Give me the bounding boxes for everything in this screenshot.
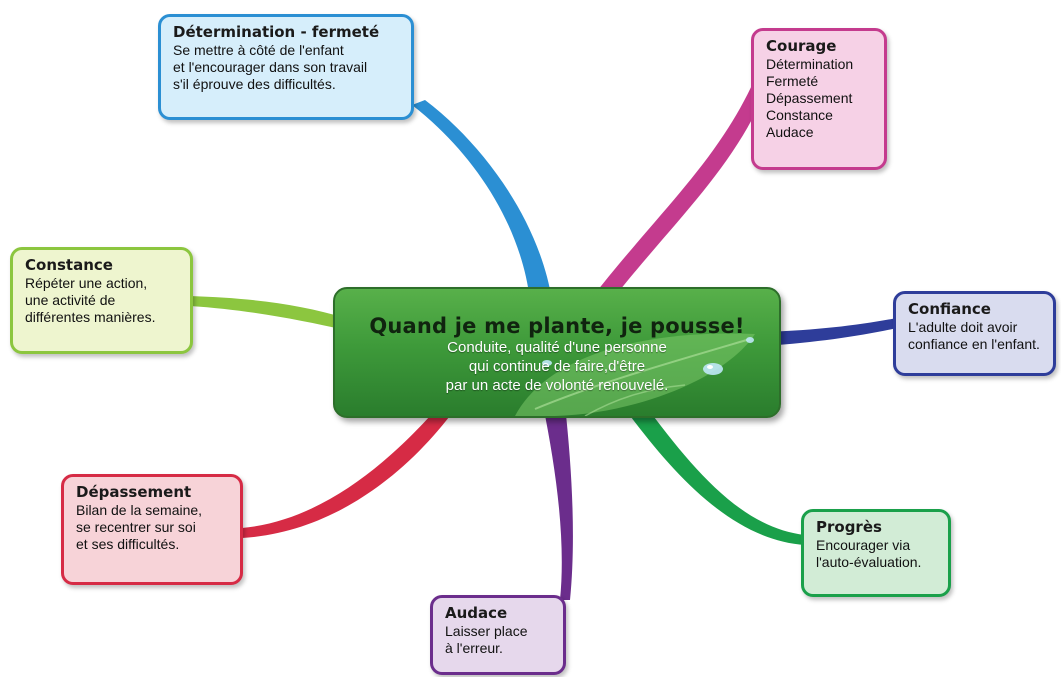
branch-courage: [590, 72, 770, 300]
node-line: et ses difficultés.: [76, 536, 180, 552]
node-line: Bilan de la semaine,: [76, 502, 203, 518]
central-topic: Quand je me plante, je pousse! Conduite,…: [333, 287, 781, 418]
central-title: Quand je me plante, je pousse!: [369, 314, 745, 338]
central-line: Conduite, qualité d'une personne: [447, 339, 667, 356]
branch-constance: [190, 296, 345, 330]
node-courage: Courage Détermination Fermeté Dépassemen…: [751, 28, 887, 170]
node-title: Progrès: [816, 518, 882, 536]
branch-audace: [543, 405, 573, 600]
node-title: Courage: [766, 37, 837, 55]
node-audace: Audace Laisser place à l'erreur.: [430, 595, 566, 675]
branch-determination: [412, 100, 552, 300]
node-line: se recentrer sur soi: [76, 519, 196, 535]
node-line: L'adulte doit avoir: [908, 319, 1018, 335]
central-line: qui continue de faire,d'être: [468, 358, 646, 375]
node-determination: Détermination - fermeté Se mettre à côté…: [158, 14, 414, 120]
node-line: à l'erreur.: [445, 640, 503, 656]
node-line: confiance en l'enfant.: [908, 336, 1040, 352]
node-confiance: Confiance L'adulte doit avoir confiance …: [893, 291, 1056, 376]
node-line: Fermeté: [766, 73, 819, 89]
branch-progres: [622, 405, 805, 545]
node-title: Constance: [25, 256, 113, 274]
branch-depassement: [242, 405, 458, 538]
node-title: Confiance: [908, 300, 991, 318]
node-line: Se mettre à côté de l'enfant: [173, 42, 344, 58]
central-line: par un acte de volonté renouvelé.: [445, 377, 669, 394]
node-line: Encourager via: [816, 537, 911, 553]
node-line: Détermination: [766, 56, 854, 72]
node-line: s'il éprouve des difficultés.: [173, 76, 336, 92]
node-line: différentes manières.: [25, 309, 156, 325]
node-line: Constance: [766, 107, 833, 123]
node-line: Répéter une action,: [25, 275, 148, 291]
node-constance: Constance Répéter une action, une activi…: [10, 247, 193, 354]
node-title: Détermination - fermeté: [173, 23, 380, 41]
node-line: et l'encourager dans son travail: [173, 59, 368, 75]
node-line: Dépassement: [766, 90, 853, 106]
node-title: Audace: [445, 604, 508, 622]
node-progres: Progrès Encourager via l'auto-évaluation…: [801, 509, 951, 597]
leaf-illustration: [515, 333, 755, 416]
node-depassement: Dépassement Bilan de la semaine, se rece…: [61, 474, 243, 585]
node-line: l'auto-évaluation.: [816, 554, 922, 570]
node-line: Audace: [766, 124, 814, 140]
node-line: Laisser place: [445, 623, 528, 639]
branch-confiance: [765, 318, 897, 346]
node-title: Dépassement: [76, 483, 192, 501]
node-line: une activité de: [25, 292, 116, 308]
